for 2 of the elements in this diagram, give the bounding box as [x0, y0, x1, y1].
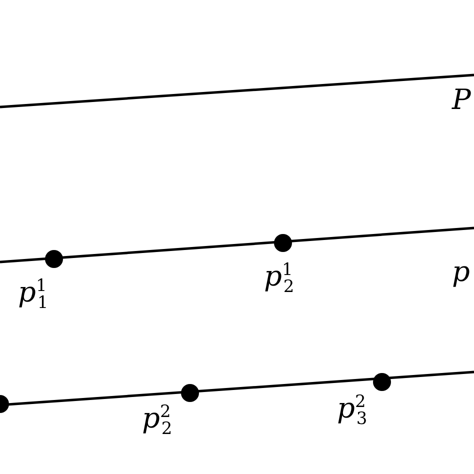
point-label: p	[452, 258, 470, 286]
point-label: P	[452, 86, 471, 114]
